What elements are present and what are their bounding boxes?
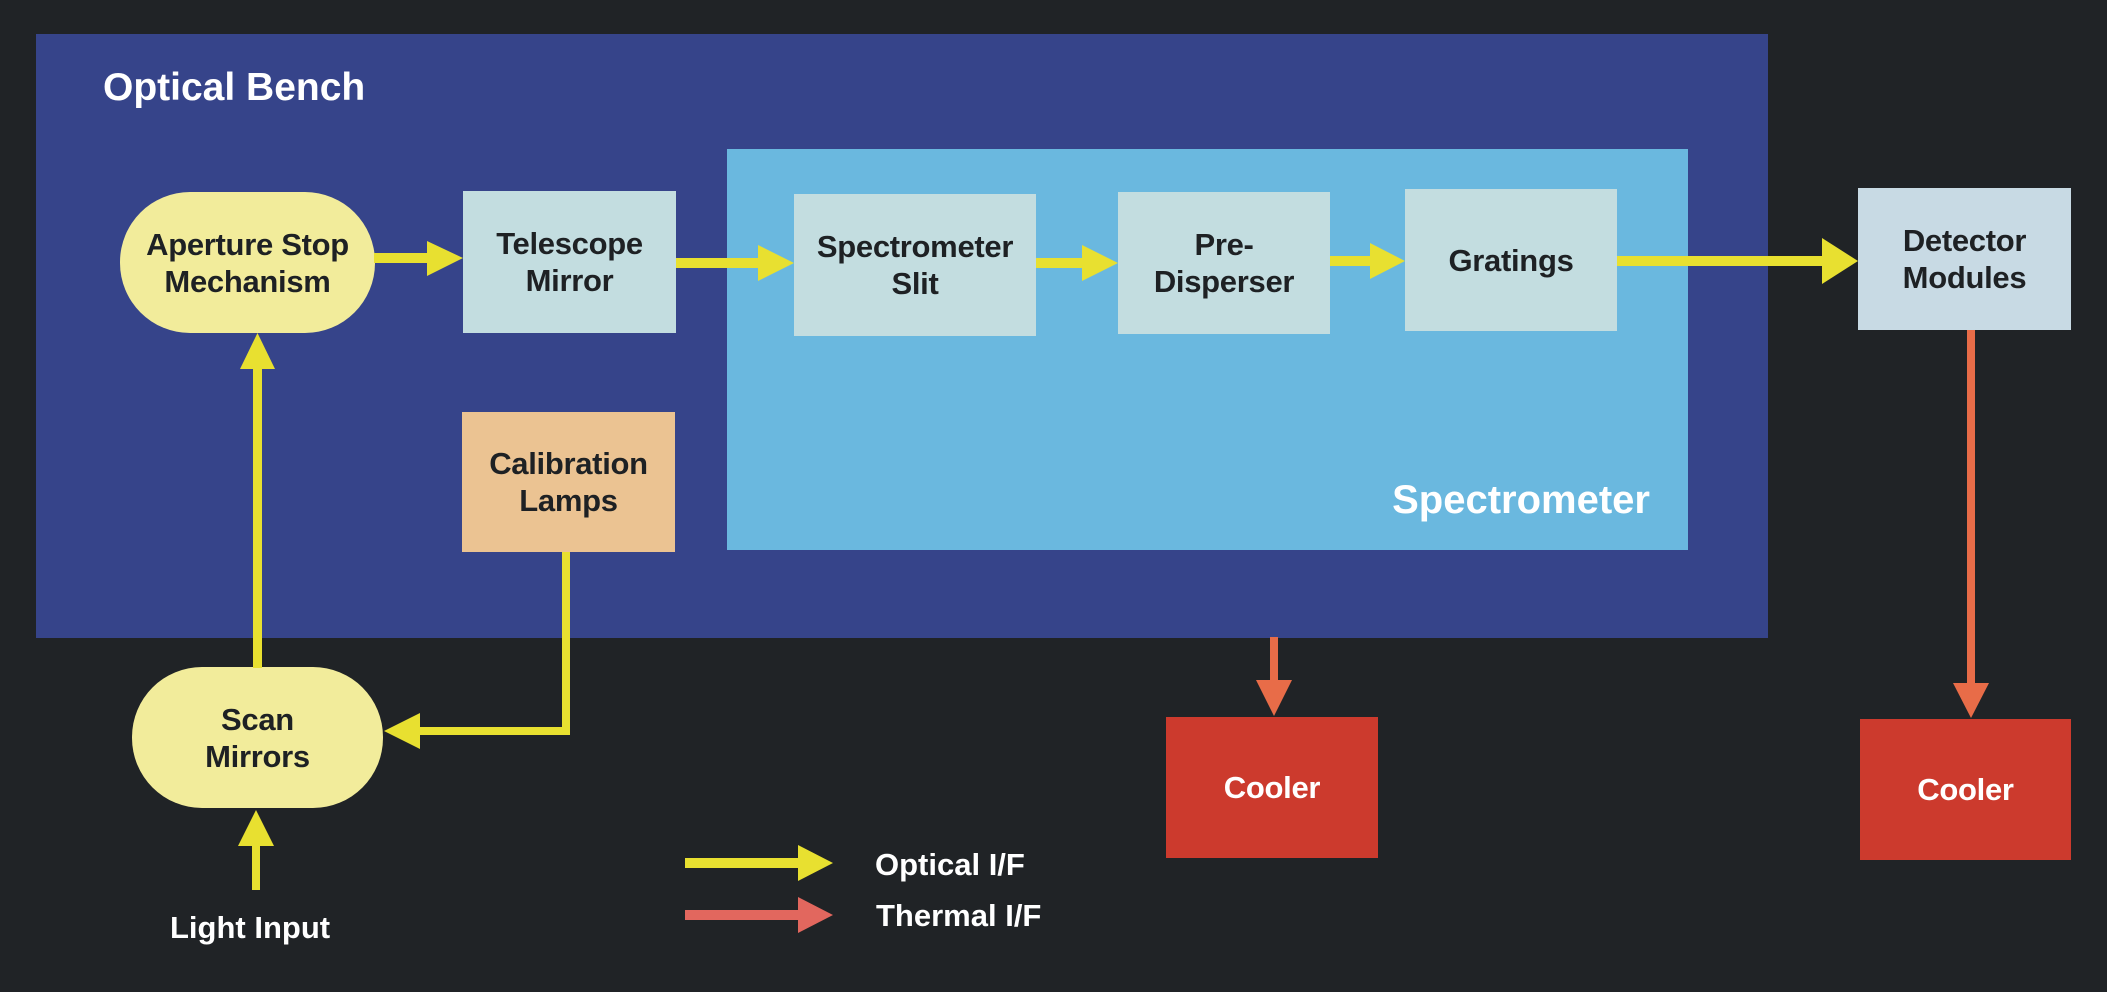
thermal-arrow-bench-to-cooler [1256,637,1292,716]
legend-thermal-label: Thermal I/F [876,898,1042,933]
calibration-lamps-node: Calibration Lamps [462,412,675,552]
arrow-scan-to-aperture [240,333,275,668]
arrow-gratings-to-detector [1617,238,1858,284]
arrow-calibration-to-scan [384,552,570,749]
spectrometer-title: Spectrometer [1392,478,1650,522]
aperture-stop-mechanism-node: Aperture Stop Mechanism [120,192,375,333]
legend-optical-arrow [685,845,833,881]
gratings-node: Gratings [1405,189,1617,331]
arrow-slit-to-predisperser [1036,245,1118,281]
thermal-arrow-detector-to-cooler [1953,330,1989,718]
arrow-light-input-to-scan [238,810,274,890]
optical-bench-title: Optical Bench [103,66,366,109]
scan-mirrors-node: Scan Mirrors [132,667,383,808]
legend-optical-label: Optical I/F [875,847,1025,882]
legend-thermal-arrow [685,897,833,933]
detector-modules-node: Detector Modules [1858,188,2071,330]
arrow-telescope-to-slit [676,245,794,281]
pre-disperser-node: Pre- Disperser [1118,192,1330,334]
light-input-label: Light Input [170,910,331,945]
arrow-predisperser-to-gratings [1330,243,1405,279]
spectrometer-slit-node: Spectrometer Slit [794,194,1036,336]
cooler-node-2: Cooler [1860,719,2071,860]
arrow-aperture-to-telescope [374,241,463,276]
cooler-node-1: Cooler [1166,717,1378,858]
telescope-mirror-node: Telescope Mirror [463,191,676,333]
